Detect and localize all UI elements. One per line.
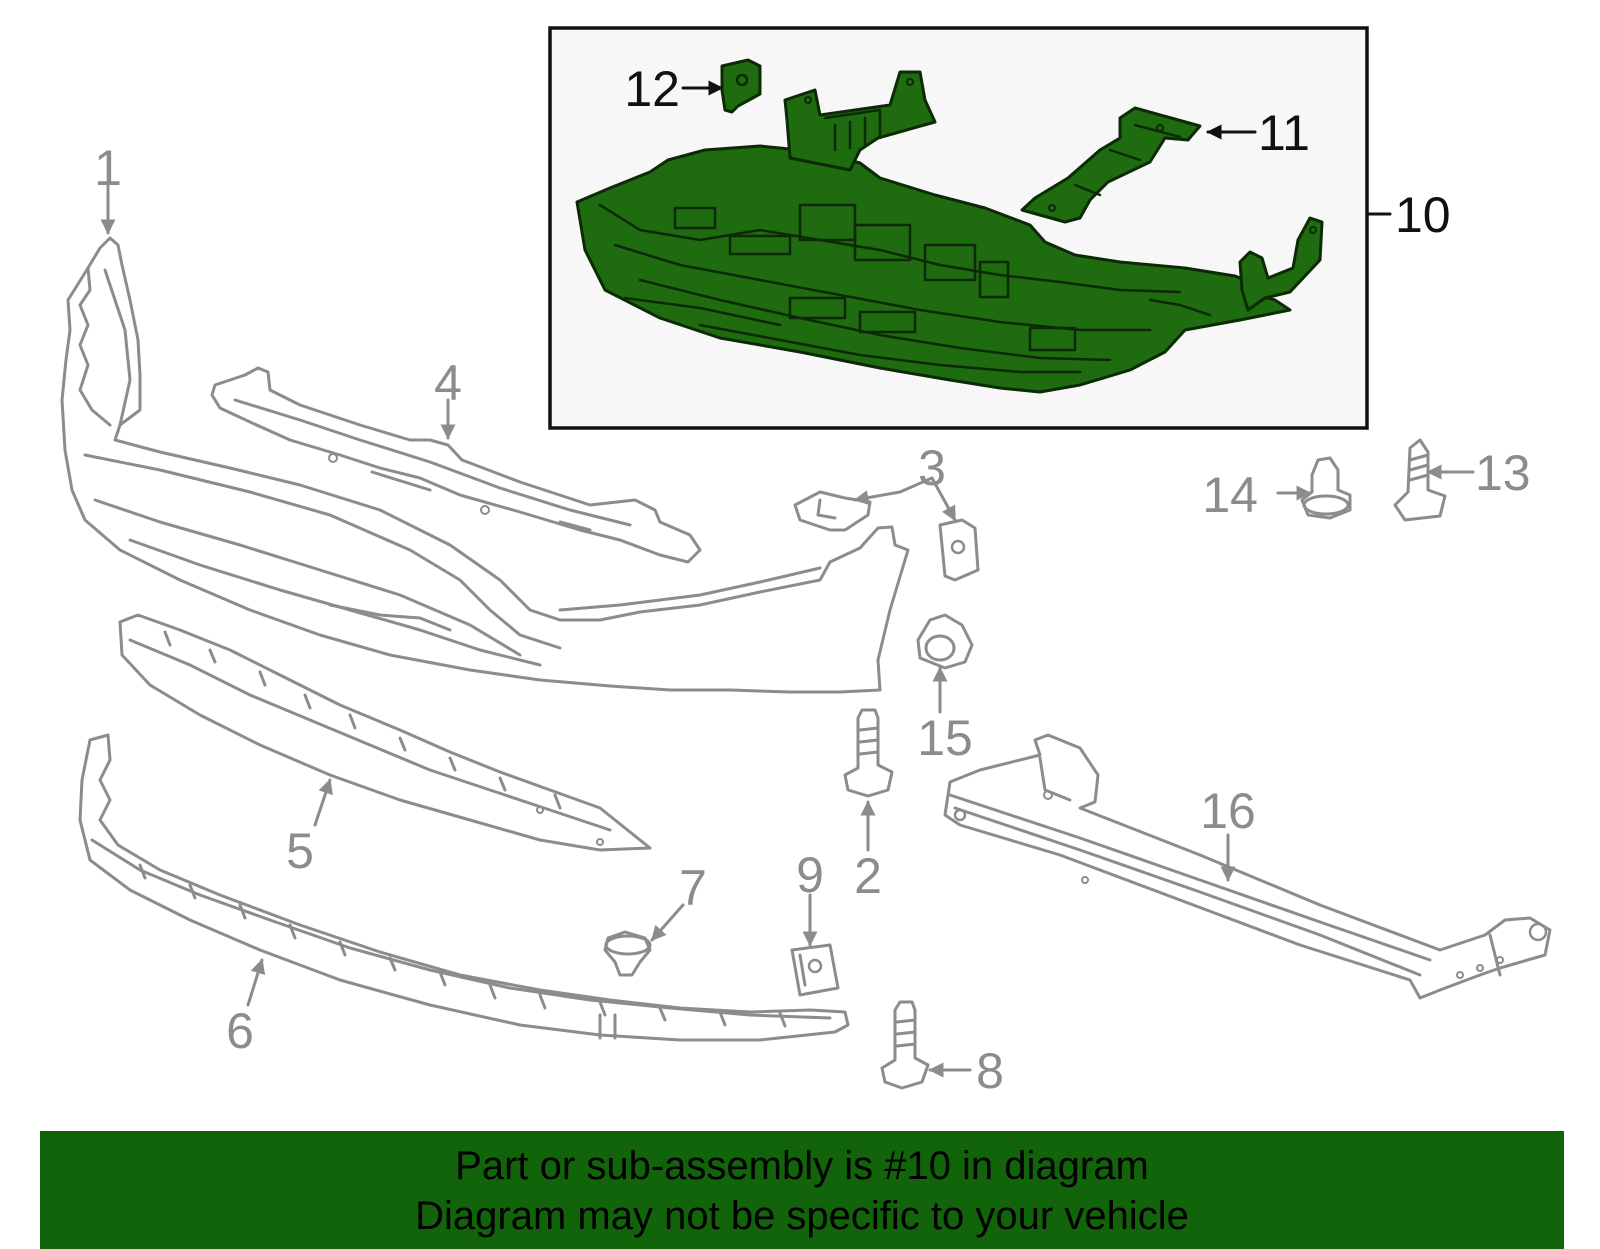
callout-7: 7	[679, 860, 707, 916]
callout-14: 14	[1202, 467, 1258, 523]
banner-line-disclaimer: Diagram may not be specific to your vehi…	[415, 1194, 1189, 1238]
part-13-screw[interactable]	[1393, 438, 1447, 522]
callout-13: 13	[1475, 445, 1531, 501]
part-15-grommet[interactable]	[916, 613, 974, 670]
info-banner: Part or sub-assembly is #10 in diagram D…	[40, 1131, 1564, 1249]
callout-8: 8	[976, 1043, 1004, 1099]
part-3-nut-clip[interactable]	[938, 518, 980, 582]
callout-16: 16	[1200, 783, 1256, 839]
callout-5: 5	[286, 823, 314, 879]
part-14-push-pin[interactable]	[1300, 456, 1352, 520]
callout-11: 11	[1258, 105, 1310, 161]
part-1-bumper-fascia[interactable]	[60, 236, 910, 694]
part-11-reinforcement-bracket[interactable]	[1020, 106, 1202, 224]
part-2-bolt[interactable]	[843, 708, 894, 798]
part-3-retainer[interactable]	[793, 490, 872, 532]
callout-6: 6	[226, 1003, 254, 1059]
part-5-lower-grille-trim[interactable]	[118, 613, 652, 852]
banner-line-part-number: Part or sub-assembly is #10 in diagram	[455, 1144, 1149, 1188]
callout-9: 9	[796, 847, 824, 903]
part-16-impact-bar[interactable]	[943, 733, 1552, 1000]
part-7-push-pin[interactable]	[603, 930, 652, 977]
callout-15: 15	[917, 710, 973, 766]
callout-3: 3	[918, 440, 946, 496]
part-10-bracket-left[interactable]	[783, 70, 937, 172]
part-4-bracket[interactable]	[210, 366, 702, 564]
part-9-nut-clip[interactable]	[790, 943, 840, 997]
callout-2: 2	[854, 848, 882, 904]
part-12-clip[interactable]	[720, 58, 762, 114]
callout-labels: 1 2 3 4 5 6 7 8 9 10 11 12 13 14 15 16	[94, 61, 1531, 1099]
part-8-bolt[interactable]	[880, 1000, 930, 1090]
leader-lines	[100, 80, 1475, 1078]
callout-12: 12	[624, 61, 680, 117]
part-6-lower-molding[interactable]	[78, 733, 850, 1042]
callout-1: 1	[94, 140, 122, 196]
part-10-bracket-right[interactable]	[1238, 216, 1324, 312]
callout-4: 4	[434, 355, 462, 411]
callout-10: 10	[1395, 187, 1451, 243]
